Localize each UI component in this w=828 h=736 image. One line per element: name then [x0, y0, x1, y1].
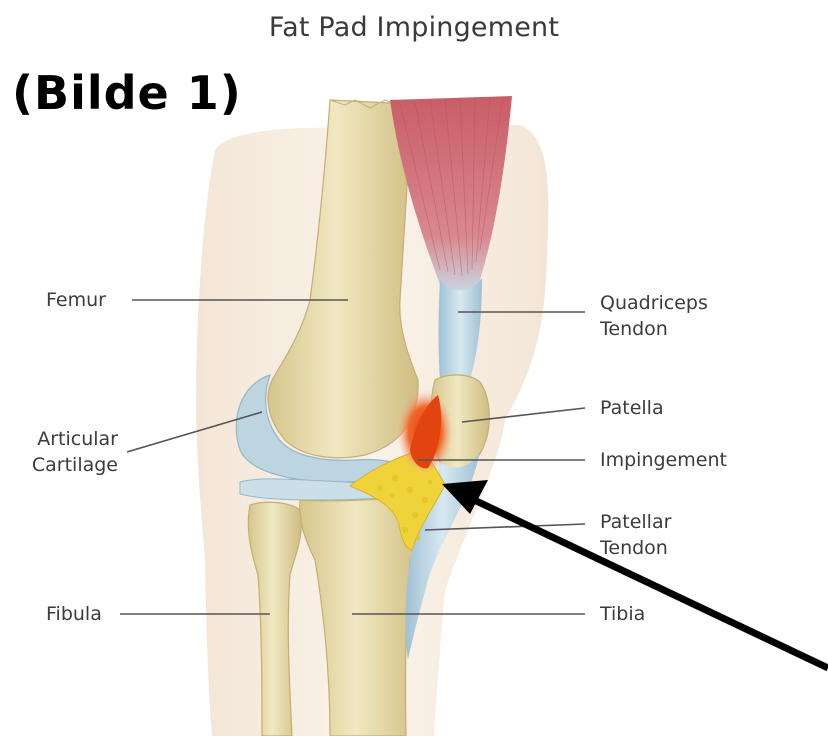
label-patellar-tendon: Patellar Tendon: [600, 509, 671, 561]
label-impingement: Impingement: [600, 447, 727, 473]
label-articular-cartilage: Articular Cartilage: [14, 426, 118, 478]
diagram-title: Fat Pad Impingement: [0, 12, 828, 43]
label-patella: Patella: [600, 395, 664, 421]
label-quadriceps-tendon: Quadriceps Tendon: [600, 290, 708, 342]
label-tibia: Tibia: [600, 601, 645, 627]
label-fibula: Fibula: [46, 601, 102, 627]
figure-badge: (Bilde 1): [12, 66, 242, 120]
label-femur: Femur: [46, 287, 106, 313]
